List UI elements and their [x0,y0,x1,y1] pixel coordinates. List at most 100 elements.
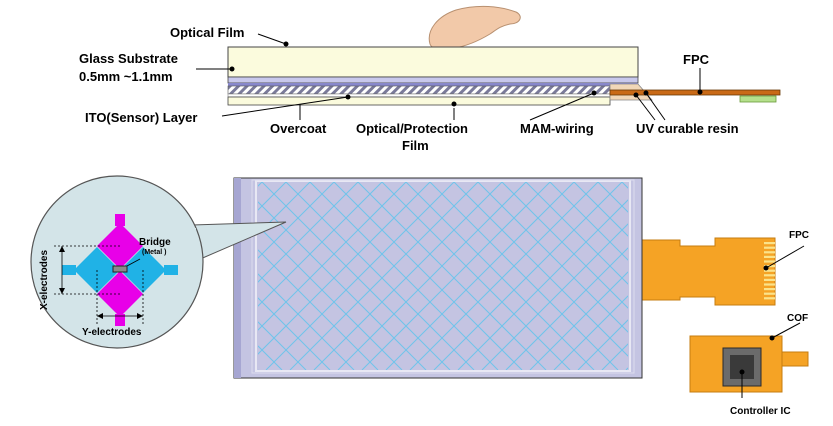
leaders-bottom [741,245,805,398]
grid-line [258,182,383,307]
optical-film-layer [227,46,639,78]
fpc-top-label: FPC [683,52,710,67]
grid-line [429,182,619,370]
grid-line [405,182,595,370]
grid-line [258,182,407,331]
grid-line [258,182,335,259]
fpc-finger [764,242,775,245]
cross-section: Optical Film Glass Substrate 0.5mm ~1.1m… [79,5,781,153]
finger-icon [428,5,521,50]
metal-bridge [112,265,128,273]
grid-line [525,182,628,285]
grid-line [433,182,623,370]
grid-line [258,321,307,370]
dimension-lines [54,245,144,324]
grid-line [814,182,833,370]
leaders-top [196,33,701,121]
electrode-zoom-inset: Bridge (Metal ) X-electrodes Y-electrode… [30,175,287,349]
optical-film-label: Optical Film [170,25,244,40]
fpc-finger [764,246,775,249]
mam-wiring-layer [227,85,611,95]
grid-line [457,199,628,370]
fpc-tail [625,237,776,306]
grid-line [481,223,628,370]
y-electrode-stub-right [164,265,178,275]
x-electrode-stub-top [115,214,125,226]
dimension-arrows [59,246,143,319]
inset-cover [188,228,196,258]
fpc-finger [764,260,775,263]
overcoat-label: Overcoat [270,121,327,136]
grid-line [361,182,551,370]
grid-line [258,225,403,370]
y-electrode-stub-left [62,265,76,275]
grid-line [505,247,628,370]
cof-tail [781,351,809,367]
thickness-label: 0.5mm ~1.1mm [79,69,173,84]
leader-dots-bottom [739,265,775,375]
grid-line [258,182,311,235]
fpc-contact-fingers [764,242,775,300]
panel-left-edge [234,178,241,378]
fpc-finger [764,255,775,258]
optical-protection-label-1: Optical/Protection [356,121,468,136]
grid-line [337,182,527,370]
grid-line [258,182,359,283]
uv-resin-label: UV curable resin [636,121,739,136]
grid-line [529,271,628,370]
active-area-border-outer [251,179,635,374]
ito-sensor-layer [228,83,638,86]
fpc-finger [764,269,775,272]
grid-line [333,182,523,370]
grid-line [409,182,599,370]
x-electrode-stub-bottom [115,314,125,326]
cof-label: COF [787,313,808,324]
mam-wiring-label: MAM-wiring [520,121,594,136]
optical-protection-label-2: Film [402,138,429,153]
grid-line [477,182,628,333]
grid-line [381,182,571,370]
grid-line [258,182,431,355]
grid-line [577,319,628,370]
fpc-finger [764,278,775,281]
grid-line [501,182,628,309]
glass-substrate-layer [227,76,639,84]
fpc-strip [609,89,781,96]
grid-line [261,182,451,370]
grid-line [309,182,499,370]
panel-glass [233,177,643,379]
fpc-finger [764,283,775,286]
bridge-label: Bridge [139,237,171,248]
grid-line [573,182,628,237]
sensor-panel: FPC COF Controller IC [233,177,833,417]
grid-line [289,182,479,370]
fpc-connector [739,95,777,103]
grid-line [258,273,355,370]
grid-line [258,249,379,370]
grid-line [385,182,575,370]
grid-line [258,201,427,370]
grid-line [313,182,503,370]
grid-line [453,182,628,357]
grid-line [265,182,455,370]
grid-line [549,182,628,261]
glass-substrate-label: Glass Substrate [79,51,178,66]
bridge-sublabel: (Metal ) [142,249,167,256]
grid-line [553,295,628,370]
optical-protection-film-layer [227,96,611,106]
controller-ic-label: Controller IC [730,406,791,417]
y-electrodes-label: Y-electrodes [82,327,142,338]
fpc-panel-label: FPC [789,230,809,241]
grid-line [357,182,547,370]
fpc-finger [764,297,775,300]
fpc-finger [764,274,775,277]
fpc-finger [764,251,775,254]
electrode-grid [258,182,833,370]
leader-dots-top [229,41,703,107]
x-electrodes-label: X-electrodes [39,250,50,310]
overcoat-layer [227,93,611,98]
grid-line [258,297,331,370]
fpc-finger [764,288,775,291]
fpc-finger [764,292,775,295]
